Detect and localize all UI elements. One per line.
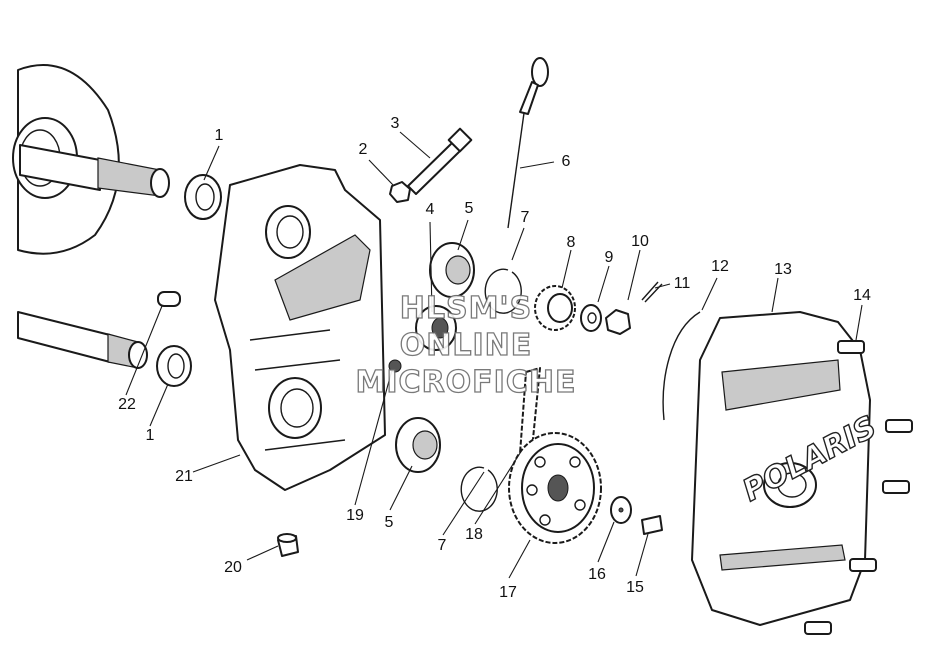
driven-gear-large — [508, 432, 602, 544]
callout-5-lower: 5 — [385, 514, 394, 531]
callout-8: 8 — [567, 234, 576, 251]
cotter-pin — [641, 281, 663, 303]
cover-bolts — [804, 340, 913, 635]
callout-12: 12 — [711, 258, 729, 275]
thrust-washer — [610, 496, 632, 524]
bearing-upper — [429, 242, 475, 298]
callout-7-upper: 7 — [521, 209, 530, 226]
sprocket-upper — [415, 305, 457, 351]
dowel-pin — [157, 291, 181, 307]
callout-labels: 1 2 3 4 5 6 7 8 9 10 11 12 13 14 22 1 21… — [118, 115, 871, 601]
callout-5-upper: 5 — [465, 200, 474, 217]
nut — [389, 181, 411, 203]
drive-gear-small — [534, 285, 576, 331]
callout-10: 10 — [631, 233, 649, 250]
callout-21: 21 — [175, 468, 193, 485]
gear-case — [214, 164, 402, 491]
gasket — [662, 311, 701, 421]
through-bolt — [407, 127, 473, 195]
chaincase-cover: POLARIS — [691, 311, 883, 626]
callout-17: 17 — [499, 584, 517, 601]
callout-11: 11 — [674, 275, 691, 292]
callout-2: 2 — [359, 141, 368, 158]
callout-4: 4 — [426, 201, 435, 218]
watermark-line-3: MICROFICHE — [356, 365, 577, 400]
leader-lines — [125, 131, 863, 579]
snap-ring-lower — [460, 466, 498, 512]
callout-14: 14 — [853, 287, 871, 304]
callout-1-lower: 1 — [146, 427, 155, 444]
callout-16: 16 — [588, 566, 606, 583]
callout-1-upper: 1 — [215, 127, 224, 144]
callout-3: 3 — [391, 115, 400, 132]
bearing-lower — [395, 417, 441, 473]
lower-shaft — [17, 311, 148, 369]
callout-18: 18 — [465, 526, 483, 543]
castle-nut — [605, 309, 631, 335]
callout-15: 15 — [626, 579, 644, 596]
seal-upper — [184, 174, 222, 220]
callout-13: 13 — [774, 261, 792, 278]
snap-ring-upper — [484, 268, 522, 314]
watermark-line-2: ONLINE — [400, 328, 533, 363]
callout-19: 19 — [346, 507, 364, 524]
watermark: HLSM'S ONLINE MICROFICHE — [355, 290, 577, 400]
dipstick — [507, 57, 549, 229]
drain-plug — [277, 533, 299, 557]
callout-20: 20 — [224, 559, 242, 576]
upper-shaft — [19, 144, 170, 198]
callout-22: 22 — [118, 396, 136, 413]
callout-9: 9 — [605, 249, 614, 266]
seal-lower — [156, 345, 192, 387]
callout-6: 6 — [562, 153, 571, 170]
gear-bolt — [641, 515, 663, 535]
callout-7-lower: 7 — [438, 537, 447, 554]
watermark-line-1: HLSM'S — [400, 291, 532, 326]
washer — [580, 304, 602, 332]
